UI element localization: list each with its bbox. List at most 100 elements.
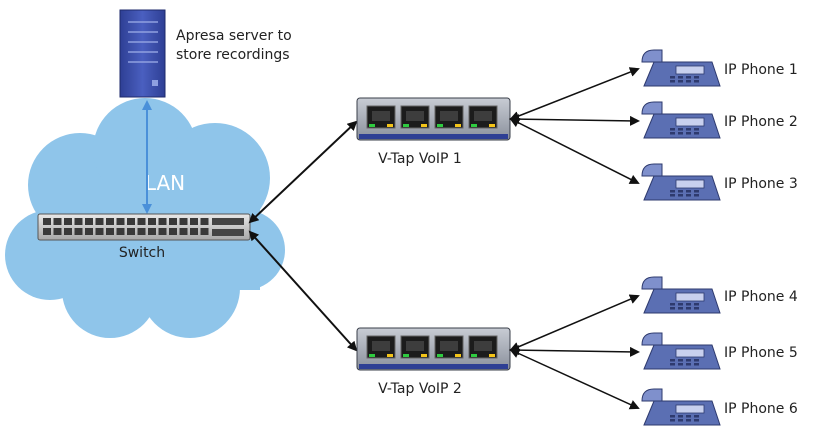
server-icon [119, 9, 166, 98]
switch-port [158, 218, 167, 225]
switch-port [169, 228, 177, 235]
phone-key [686, 132, 691, 135]
phone-key [686, 303, 691, 306]
switch-port [43, 228, 51, 235]
phone-display [675, 348, 705, 358]
phone-key [678, 128, 683, 131]
switch-port [95, 218, 104, 225]
ethernet-port-jack [406, 111, 424, 121]
port-led [387, 124, 393, 127]
phone-display [675, 404, 705, 414]
phone-key [678, 303, 683, 306]
switch-port [127, 228, 135, 235]
phone-key [686, 80, 691, 83]
phone-key [670, 190, 675, 193]
phone-key [694, 194, 699, 197]
tap1-phone1-link [509, 67, 640, 121]
phone-key [670, 76, 675, 79]
phone-key [670, 194, 675, 197]
phone-4-label: IP Phone 4 [724, 289, 798, 305]
phone-key [678, 190, 683, 193]
switch-port [64, 228, 72, 235]
phone-key [678, 80, 683, 83]
phone-key [678, 415, 683, 418]
phone-key [678, 363, 683, 366]
switch-port [200, 228, 209, 235]
phone-key [670, 128, 675, 131]
switch-port [53, 218, 62, 225]
phone-display [675, 65, 705, 75]
tap2-phone4-link [509, 294, 640, 352]
phone-handset [641, 49, 663, 63]
phone-handset [641, 332, 663, 346]
port-led [369, 354, 375, 357]
server-label-line1: Apresa server to [176, 28, 292, 44]
phone-2-icon [641, 101, 721, 139]
switch-icon [37, 213, 251, 241]
port-led [369, 124, 375, 127]
phone-key [670, 132, 675, 135]
phone-handset [641, 388, 663, 402]
phone-display [675, 292, 705, 302]
phone-key [694, 415, 699, 418]
phone-key [694, 190, 699, 193]
port-led [421, 354, 427, 357]
phone-key [686, 363, 691, 366]
ethernet-port-jack [372, 341, 390, 351]
phone-key [686, 128, 691, 131]
switch-port [74, 228, 83, 235]
switch-port [200, 218, 209, 225]
phone-key [686, 359, 691, 362]
switch-port [179, 228, 188, 235]
tap1-phone3-link [509, 118, 640, 184]
phone-2-label: IP Phone 2 [724, 114, 798, 130]
ethernet-port-jack [372, 111, 390, 121]
switch-port [169, 218, 177, 225]
switch-port [158, 228, 167, 235]
phone-key [694, 303, 699, 306]
switch-port [74, 218, 83, 225]
phone-key [670, 359, 675, 362]
switch-port [190, 218, 198, 225]
ethernet-port-jack [406, 341, 424, 351]
phone-key [670, 419, 675, 422]
phone-key [686, 194, 691, 197]
switch-port [85, 228, 93, 235]
phone-3-icon [641, 163, 721, 201]
switch-port [148, 228, 156, 235]
switch-port [179, 218, 188, 225]
port-led [471, 124, 477, 127]
phone-key [670, 363, 675, 366]
port-led [471, 354, 477, 357]
phone-key [678, 359, 683, 362]
phone-key [694, 80, 699, 83]
tap2-phone5-link [509, 345, 640, 357]
phone-6-label: IP Phone 6 [724, 401, 798, 417]
switch-port [137, 218, 146, 225]
switch-port [43, 218, 51, 225]
port-led [455, 354, 461, 357]
switch-tap1-link [248, 120, 358, 224]
switch-port [85, 218, 93, 225]
phone-4-icon [641, 276, 721, 314]
switch-port [116, 228, 125, 235]
switch-port [190, 228, 198, 235]
phone-key [670, 80, 675, 83]
switch-port [127, 218, 135, 225]
server-label-line2: store recordings [176, 47, 290, 63]
phone-key [678, 194, 683, 197]
phone-key [670, 415, 675, 418]
phone-key [694, 307, 699, 310]
switch-port [106, 228, 114, 235]
vtap-1-device [356, 97, 511, 141]
phone-key [694, 359, 699, 362]
phone-handset [641, 101, 663, 115]
switch-port [53, 228, 62, 235]
phone-display [675, 117, 705, 127]
vtap-1-label: V-Tap VoIP 1 [378, 151, 462, 167]
phone-key [678, 419, 683, 422]
port-led [421, 124, 427, 127]
phone-key [694, 76, 699, 79]
ethernet-port-jack [440, 341, 458, 351]
